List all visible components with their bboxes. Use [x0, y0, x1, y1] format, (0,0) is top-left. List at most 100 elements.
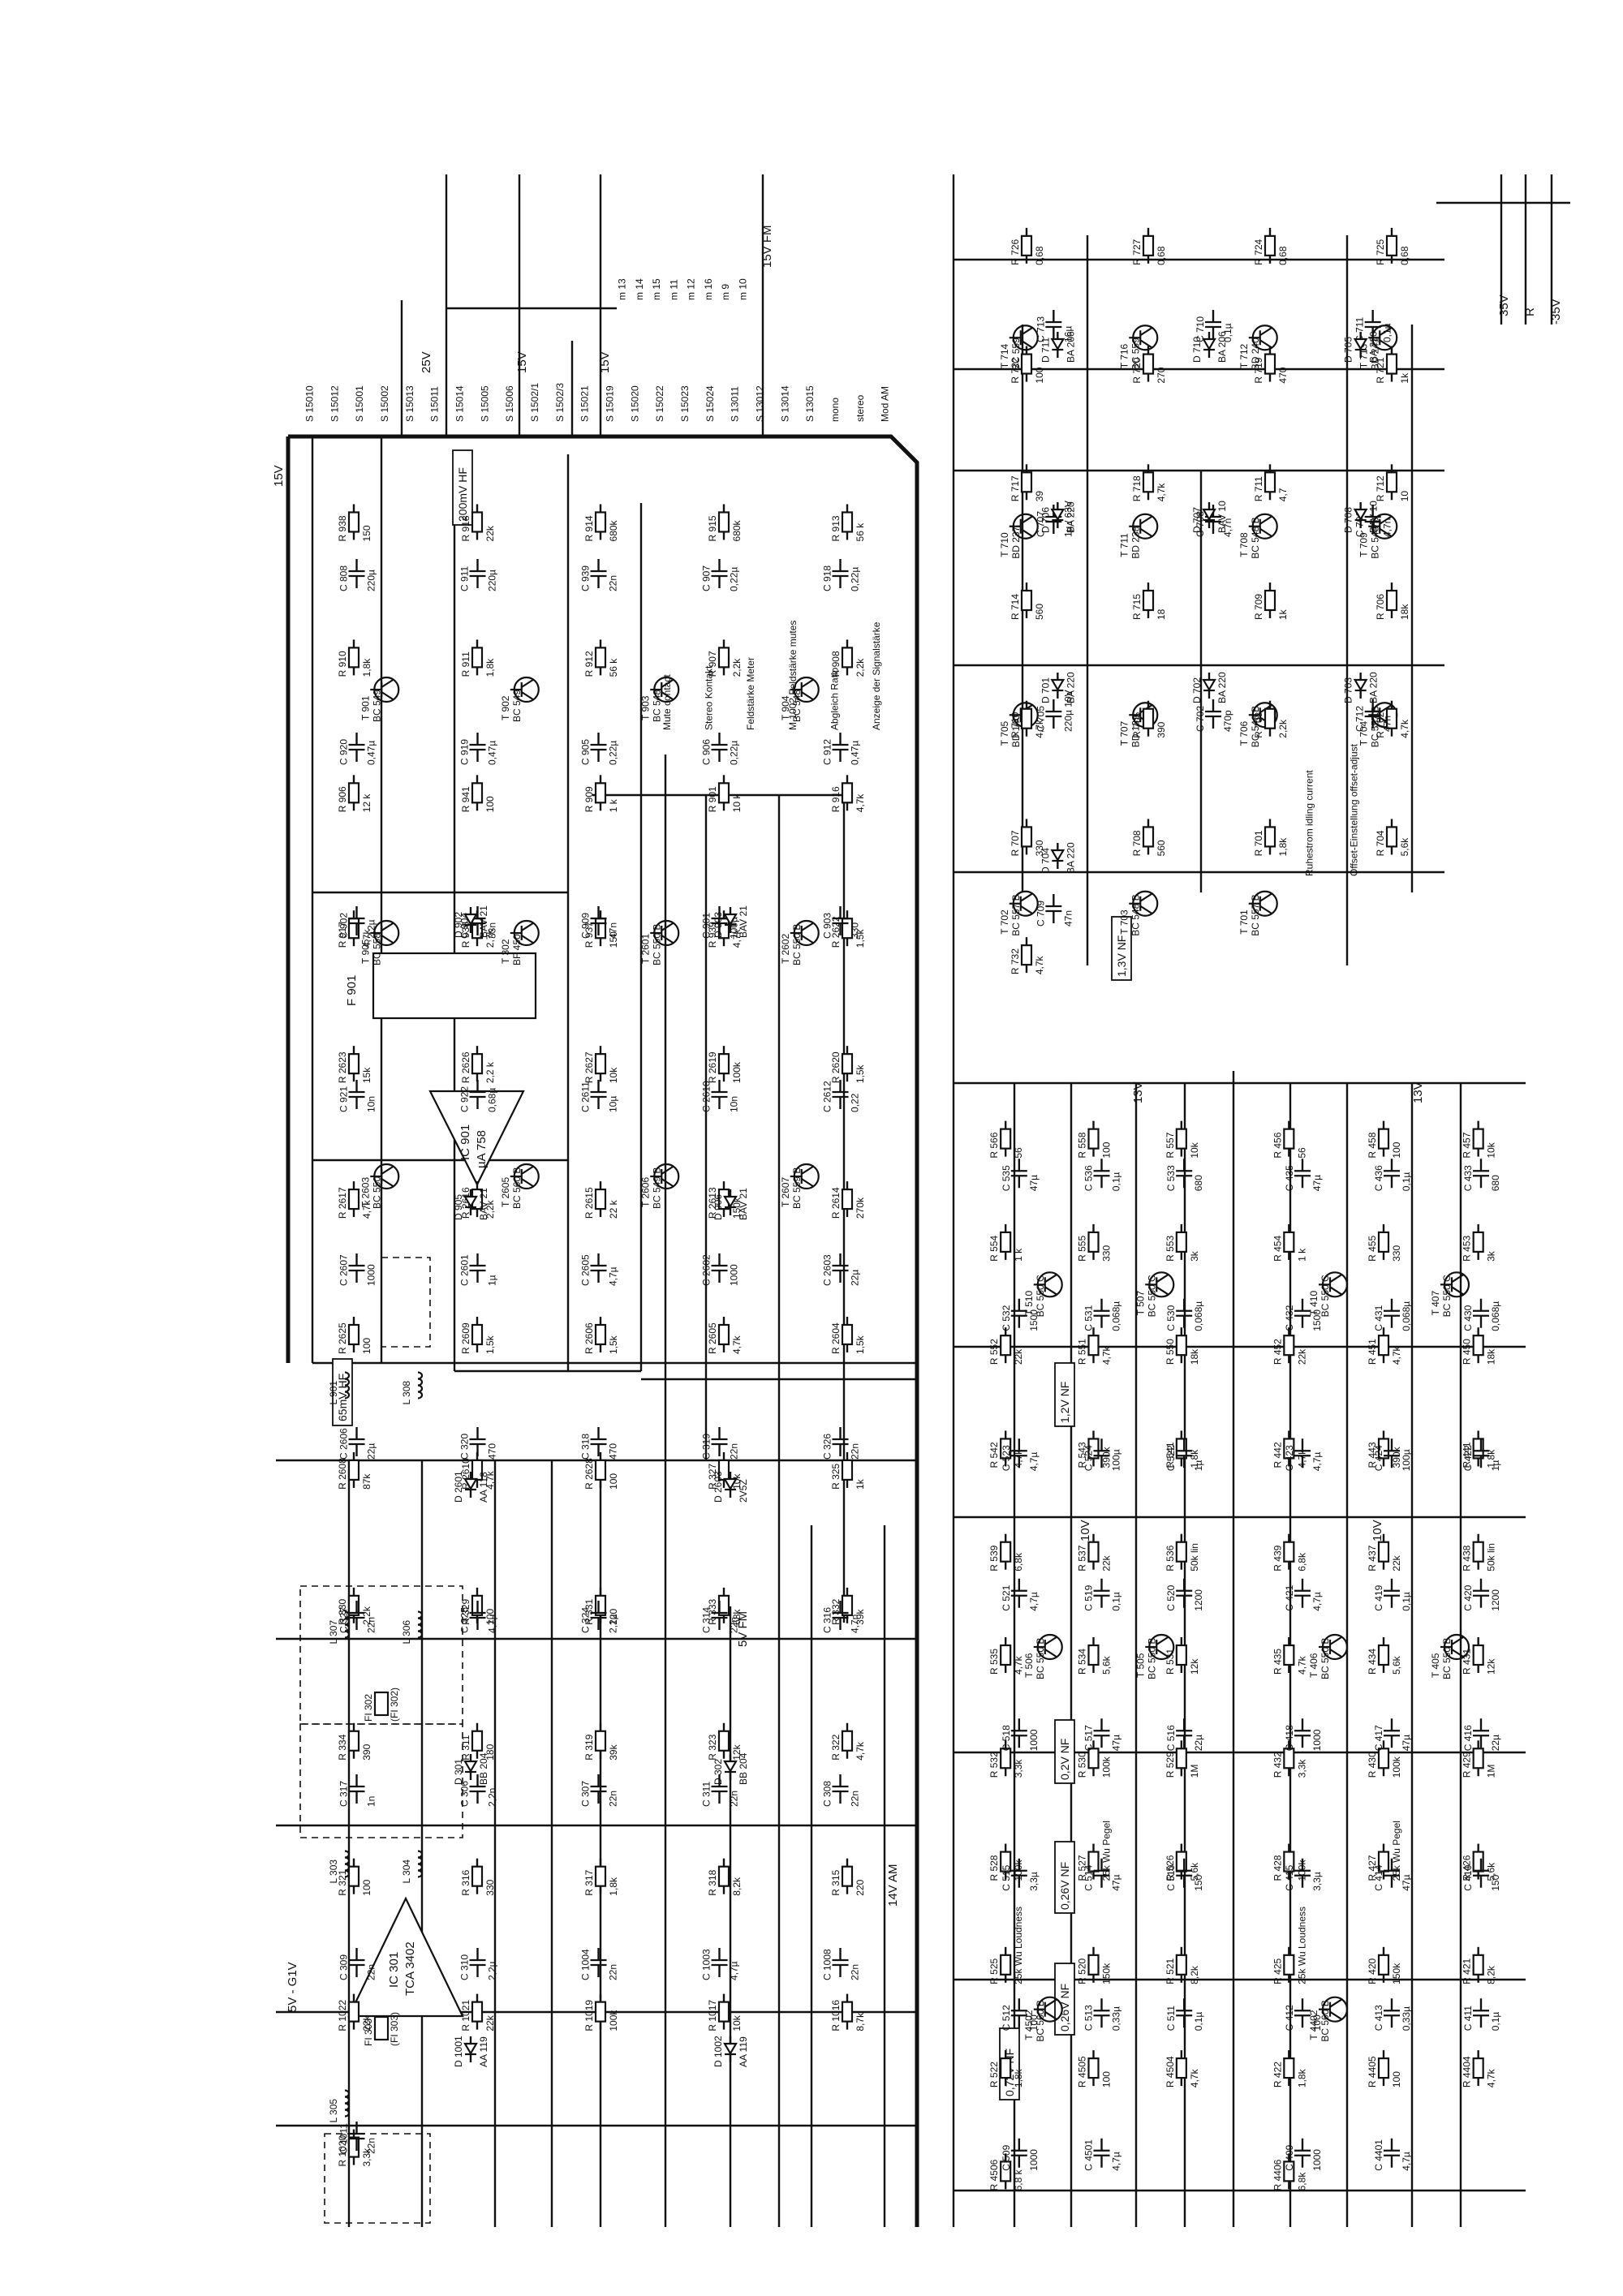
capacitor-ref-c-519: C 519: [1083, 1584, 1095, 1610]
resistor-value-r-536: 50k lin: [1189, 1543, 1200, 1572]
capacitor-value-c-2607: 1000: [366, 1264, 377, 1286]
resistor-ref-r-431: R 431: [1462, 1649, 1473, 1675]
transistor-ref-t-2605: T 2605: [500, 1177, 511, 1207]
resistor-ref-r-715: R 715: [1131, 594, 1143, 620]
resistor-value-r-911: 1,8k: [484, 658, 496, 677]
capacitor-ref-c-430: C 430: [1462, 1305, 1474, 1331]
transistor-type-t-702: BC 557 B: [1010, 894, 1022, 935]
resistor-ref-r-2606: R 2606: [583, 1322, 595, 1354]
capacitor-ref-c-520: C 520: [1165, 1584, 1177, 1610]
resistor-value-r-1016: 8,7k: [855, 2012, 866, 2032]
capacitor-value-c-2603: 22µ: [850, 1270, 861, 1286]
resistor-value-r-4405: 100: [1391, 2071, 1402, 2087]
resistor-ref-r-532: R 532: [988, 1752, 1000, 1778]
resistor-ref-r-911: R 911: [460, 651, 471, 677]
capacitor-ref-c-514: C 514: [1083, 1864, 1095, 1890]
resistor-value-r-4406: 6,8k: [1296, 2172, 1307, 2191]
capacitor-ref-c-909: C 909: [580, 913, 592, 939]
capacitor-ref-c-317: C 317: [338, 1781, 350, 1807]
coil-l-304: L 304: [401, 1850, 424, 1884]
switch-label-s-15020: S 15020: [629, 385, 640, 422]
resistor-value-r-527: 25k Wu Pegel: [1101, 1821, 1113, 1881]
capacitor-ref-c-521: C 521: [1001, 1584, 1012, 1610]
diode-ref-d-701: D 701: [1040, 677, 1051, 703]
capacitor-value-c-435: 47µ: [1311, 1175, 1323, 1191]
capacitor-ref-c-306: C 306: [459, 1781, 471, 1807]
resistor-value-r-438: 50k lin: [1486, 1543, 1497, 1572]
resistor-ref-r-714: R 714: [1010, 594, 1021, 620]
capacitor-value-c-2611: 10µ: [608, 1096, 619, 1112]
capacitor-ref-c-415: C 415: [1284, 1864, 1295, 1890]
resistor-value-r-702: 4,7k: [1399, 719, 1410, 738]
resistor-ref-r-455: R 455: [1367, 1236, 1378, 1262]
resistor-value-r-938: 150: [361, 525, 372, 541]
supply-15v-fm: 15V FM: [760, 225, 774, 268]
coil-ref-l-304: L 304: [401, 1860, 412, 1884]
capacitor-ref-c-2601: C 2601: [459, 1254, 471, 1286]
connector-pin-m-12: m 12: [686, 278, 697, 300]
capacitor-ref-c-2612: C 2612: [822, 1081, 833, 1112]
resistor-ref-r-709: R 709: [1253, 594, 1264, 620]
capacitor-value-c-707: 1µ / 63V: [1062, 501, 1074, 537]
capacitor-value-c-517: 47µ: [1111, 1735, 1122, 1751]
capacitor-value-c-921: 10n: [366, 1096, 377, 1112]
capacitor-ref-c-431: C 431: [1373, 1305, 1384, 1331]
connector-pin-m-16: m 16: [703, 278, 714, 300]
filter-ref-fi-303: FI 303: [363, 2019, 374, 2046]
diode-value-d-1001: AA 119: [478, 2036, 489, 2067]
transistor-ref-t-2607: T 2607: [780, 1177, 791, 1207]
capacitor-ref-c-533: C 533: [1165, 1165, 1177, 1191]
resistor-ref-r-936: R 936: [460, 922, 471, 948]
resistor-ref-r-457: R 457: [1462, 1132, 1473, 1158]
capacitor-ref-c-435: C 435: [1284, 1165, 1295, 1191]
resistor-value-r-2615: 22 k: [608, 1199, 619, 1219]
resistor-value-r-329: 100: [484, 1608, 496, 1624]
resistor-value-r-431: 12k: [1486, 1658, 1497, 1675]
resistor-ref-r-553: R 553: [1165, 1236, 1176, 1262]
resistor-ref-r-2623: R 2623: [337, 1051, 348, 1083]
resistor-ref-r-2608: R 2608: [337, 1458, 348, 1490]
capacitor-ref-c-1004: C 1004: [580, 1949, 592, 1980]
resistor-value-r-532: 3,3k: [1013, 1759, 1024, 1778]
capacitor-value-c-530: 0,068µ: [1193, 1301, 1204, 1331]
capacitor-value-c-909: 47n: [608, 922, 619, 939]
resistor-value-r-710: 4,7k: [1034, 719, 1045, 738]
resistor-value-r-909: 1 k: [608, 798, 619, 812]
capacitor-ref-c-4501: C 4501: [1083, 2139, 1095, 2171]
capacitor-ref-c-2603: C 2603: [822, 1254, 833, 1286]
resistor-value-r-325: 1k: [855, 1478, 866, 1490]
transistor-type-t-4402: BC 560 B: [1319, 2000, 1331, 2041]
